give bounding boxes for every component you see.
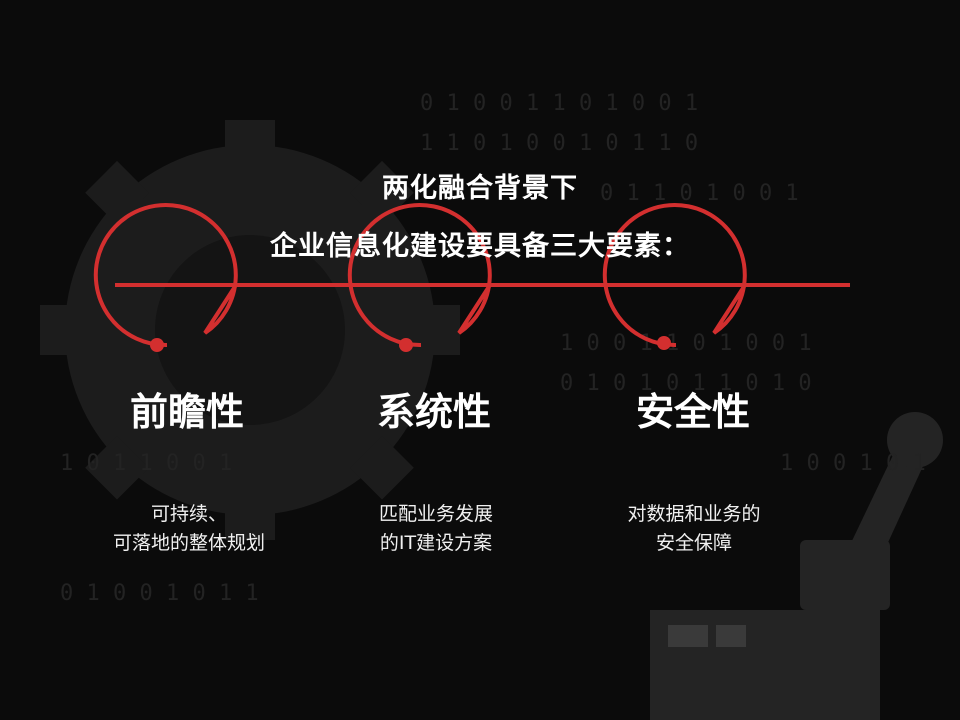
svg-text:1 0 1 1 0 0 1: 1 0 1 1 0 0 1 <box>60 451 232 476</box>
title-line-1: 两化融合背景下 <box>0 166 960 205</box>
title-line-2: 企业信息化建设要具备三大要素： <box>0 224 960 263</box>
pillar-1-description: 可持续、 可落地的整体规划 <box>69 500 309 558</box>
svg-text:1 0 0 1 0 1: 1 0 0 1 0 1 <box>780 451 926 476</box>
pillar-1-desc-line-1: 可持续、 <box>69 500 309 529</box>
pillar-3-desc-line-1: 对数据和业务的 <box>574 500 814 529</box>
pillar-1-dot <box>150 338 164 352</box>
pillar-2-desc-line-1: 匹配业务发展 <box>316 500 556 529</box>
pillar-1-desc-line-2: 可落地的整体规划 <box>69 529 309 558</box>
pillar-3-label: 安全性 <box>593 392 793 432</box>
pillar-2-dot <box>399 338 413 352</box>
pillar-3-description: 对数据和业务的 安全保障 <box>574 500 814 558</box>
pillar-1-label: 前瞻性 <box>87 392 287 432</box>
pillar-2-label: 系统性 <box>334 392 534 432</box>
pillar-2-description: 匹配业务发展 的IT建设方案 <box>316 500 556 558</box>
svg-text:0 1 0 0 1 1 0 1 0 0 1: 0 1 0 0 1 1 0 1 0 0 1 <box>420 91 698 116</box>
pillar-3-dot <box>657 336 671 350</box>
pillar-2-desc-line-2: 的IT建设方案 <box>316 529 556 558</box>
svg-text:1 1 0 1 0 0 1 0 1 1 0: 1 1 0 1 0 0 1 0 1 1 0 <box>420 131 698 156</box>
svg-text:0 1 0 0 1 0 1 1: 0 1 0 0 1 0 1 1 <box>60 581 259 606</box>
svg-text:1 0 0 1 1 0 1 0 0 1: 1 0 0 1 1 0 1 0 0 1 <box>560 331 812 356</box>
pillar-3-desc-line-2: 安全保障 <box>574 529 814 558</box>
